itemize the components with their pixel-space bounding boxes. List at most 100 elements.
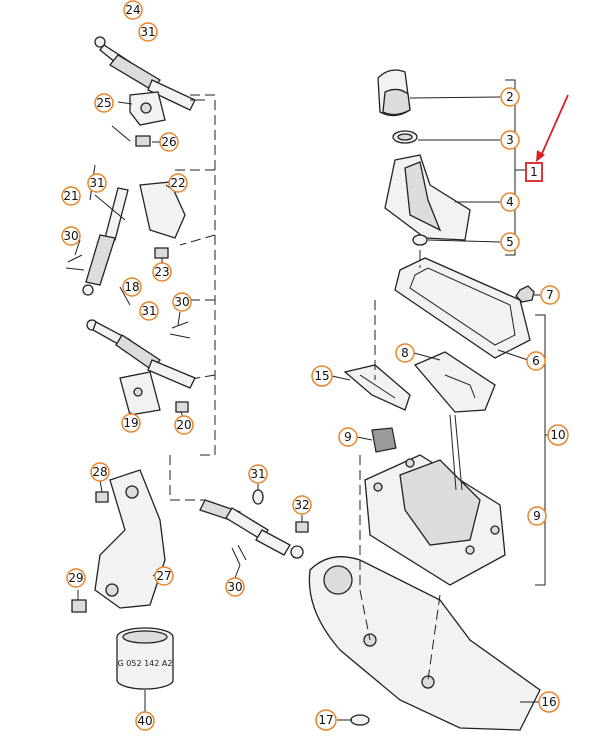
bolt-23 bbox=[154, 247, 169, 259]
callout-25[interactable]: 25 bbox=[94, 93, 114, 113]
svg-text:30: 30 bbox=[63, 229, 78, 243]
svg-text:32: 32 bbox=[294, 498, 309, 512]
nut-7 bbox=[515, 285, 535, 303]
ring-3 bbox=[392, 130, 418, 144]
svg-text:29: 29 bbox=[68, 571, 83, 585]
callout-20[interactable]: 20 bbox=[174, 415, 194, 435]
callout-16[interactable]: 16 bbox=[538, 691, 560, 713]
svg-text:23: 23 bbox=[154, 265, 169, 279]
callout-1-highlighted[interactable]: 1 bbox=[525, 162, 543, 182]
callout-9[interactable]: 9 bbox=[527, 506, 547, 526]
callout-7[interactable]: 7 bbox=[540, 285, 560, 305]
svg-text:18: 18 bbox=[124, 280, 139, 294]
svg-text:8: 8 bbox=[401, 346, 409, 360]
callout-23[interactable]: 23 bbox=[152, 262, 172, 282]
callout-2[interactable]: 2 bbox=[500, 87, 520, 107]
callout-8[interactable]: 8 bbox=[395, 343, 415, 363]
bushing-40: G 052 142 A2 bbox=[116, 627, 174, 690]
clip-30b bbox=[169, 321, 191, 339]
callout-6[interactable]: 6 bbox=[526, 351, 546, 371]
callout-31[interactable]: 31 bbox=[138, 22, 158, 42]
grommet-17 bbox=[350, 714, 370, 726]
svg-text:31: 31 bbox=[140, 25, 155, 39]
svg-text:19: 19 bbox=[123, 416, 138, 430]
svg-text:31: 31 bbox=[250, 467, 265, 481]
svg-text:31: 31 bbox=[141, 304, 156, 318]
group-bracket-10 bbox=[535, 314, 546, 586]
clip-5 bbox=[412, 234, 428, 246]
svg-text:9: 9 bbox=[344, 430, 352, 444]
svg-text:6: 6 bbox=[532, 354, 540, 368]
callout-9[interactable]: 9 bbox=[338, 427, 358, 447]
callout-4[interactable]: 4 bbox=[500, 192, 520, 212]
callout-5[interactable]: 5 bbox=[500, 232, 520, 252]
svg-text:30: 30 bbox=[174, 295, 189, 309]
svg-text:16: 16 bbox=[541, 695, 556, 709]
cover-plate-8 bbox=[413, 351, 496, 413]
callout-15[interactable]: 15 bbox=[311, 365, 333, 387]
callout-3[interactable]: 3 bbox=[500, 130, 520, 150]
part-marking: G 052 142 A2 bbox=[118, 659, 173, 668]
indicator-15 bbox=[343, 364, 411, 411]
shift-boot-4 bbox=[384, 154, 471, 241]
bolt-29 bbox=[71, 599, 87, 613]
bracket-25 bbox=[129, 91, 166, 126]
callout-10[interactable]: 10 bbox=[547, 424, 569, 446]
callout-24[interactable]: 24 bbox=[123, 0, 143, 20]
callout-31[interactable]: 31 bbox=[248, 464, 268, 484]
svg-text:7: 7 bbox=[546, 288, 554, 302]
bolt-26 bbox=[111, 125, 151, 147]
mounting-bracket-27 bbox=[94, 469, 166, 609]
cable-end-24 bbox=[94, 36, 205, 111]
svg-text:3: 3 bbox=[506, 133, 514, 147]
callout-40[interactable]: 40 bbox=[135, 711, 155, 731]
shifter-housing bbox=[364, 414, 506, 586]
callout-19[interactable]: 19 bbox=[121, 413, 141, 433]
bracket-19 bbox=[119, 371, 161, 416]
callout-27[interactable]: 27 bbox=[154, 566, 174, 586]
bolt-28 bbox=[95, 491, 109, 503]
svg-text:4: 4 bbox=[506, 195, 514, 209]
svg-text:21: 21 bbox=[63, 189, 78, 203]
svg-text:31: 31 bbox=[89, 176, 104, 190]
svg-text:30: 30 bbox=[227, 580, 242, 594]
svg-text:9: 9 bbox=[533, 509, 541, 523]
shift-knob-2 bbox=[377, 69, 411, 117]
svg-text:25: 25 bbox=[96, 96, 111, 110]
callout-17[interactable]: 17 bbox=[315, 709, 337, 731]
svg-text:28: 28 bbox=[92, 465, 107, 479]
svg-text:10: 10 bbox=[550, 428, 565, 442]
svg-text:15: 15 bbox=[314, 369, 329, 383]
svg-text:1: 1 bbox=[530, 165, 538, 179]
cable-assembly-21 bbox=[82, 164, 186, 296]
callout-18[interactable]: 18 bbox=[122, 277, 142, 297]
cable-assembly-18 bbox=[86, 319, 196, 389]
highlight-arrow bbox=[539, 94, 569, 159]
switch-9 bbox=[371, 427, 397, 453]
svg-text:26: 26 bbox=[161, 135, 176, 149]
svg-text:27: 27 bbox=[156, 569, 171, 583]
callout-21[interactable]: 21 bbox=[61, 186, 81, 206]
bolt-20 bbox=[175, 401, 189, 413]
svg-text:2: 2 bbox=[506, 90, 514, 104]
base-plate-16 bbox=[308, 556, 541, 731]
callout-29[interactable]: 29 bbox=[66, 568, 86, 588]
callout-31[interactable]: 31 bbox=[87, 173, 107, 193]
callout-32[interactable]: 32 bbox=[292, 495, 312, 515]
callout-26[interactable]: 26 bbox=[159, 132, 179, 152]
callout-31[interactable]: 31 bbox=[139, 301, 159, 321]
callout-28[interactable]: 28 bbox=[90, 462, 110, 482]
callout-30[interactable]: 30 bbox=[61, 226, 81, 246]
svg-text:20: 20 bbox=[176, 418, 191, 432]
cable-group-boundary bbox=[190, 94, 216, 456]
svg-text:5: 5 bbox=[506, 235, 514, 249]
callout-22[interactable]: 22 bbox=[168, 173, 188, 193]
svg-text:22: 22 bbox=[170, 176, 185, 190]
callout-30[interactable]: 30 bbox=[225, 577, 245, 597]
svg-text:40: 40 bbox=[137, 714, 152, 728]
callouts: 24 31 25 26 31 21 22 30 23 18 31 30 19 2… bbox=[61, 0, 569, 731]
group-bracket-1 bbox=[505, 79, 516, 256]
callout-30[interactable]: 30 bbox=[172, 292, 192, 312]
